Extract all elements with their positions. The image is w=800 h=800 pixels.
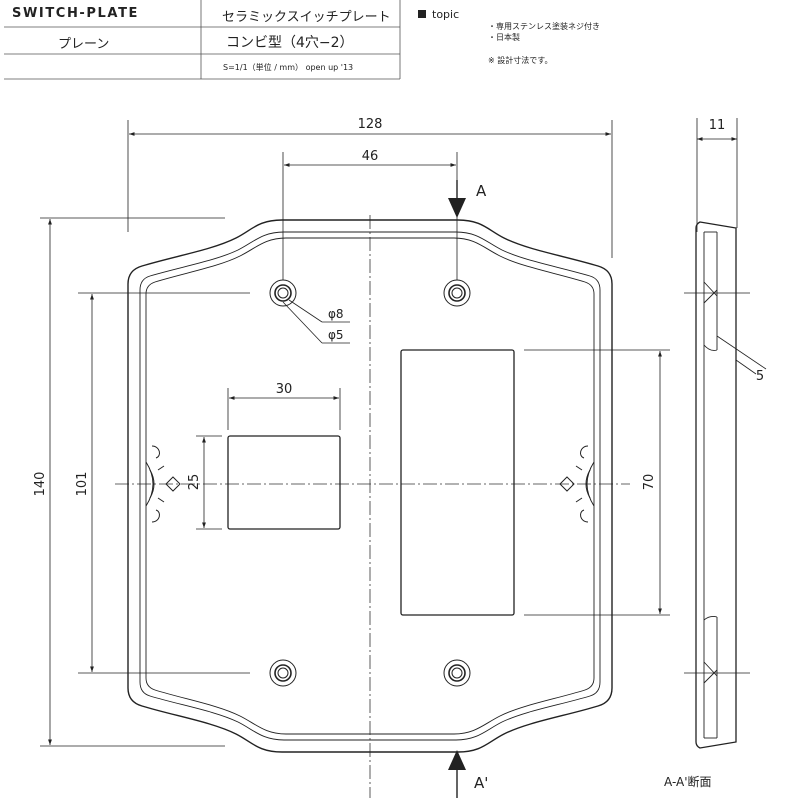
- scale-note: S=1/1（単位 / mm） open up '13: [223, 63, 354, 72]
- dim-height-140: 140: [33, 472, 48, 497]
- ornament-left: [145, 445, 181, 523]
- ornament-right: [559, 445, 595, 523]
- section-arrow-bottom: [448, 750, 466, 798]
- section-marker-bottom: A': [474, 774, 488, 792]
- note-made-in-japan: ・日本製: [488, 33, 520, 42]
- dim-small-height-25: 25: [187, 474, 202, 491]
- product-type: コンビ型（4穴−2）: [226, 35, 354, 51]
- screw-hole-bottom-left: [269, 659, 297, 687]
- dim-thickness-11: 11: [709, 118, 726, 133]
- header-table: [4, 0, 401, 80]
- variant-label: プレーン: [58, 37, 110, 52]
- dim-hole-spacing-46: 46: [362, 149, 379, 164]
- dim-hole-vertical-101: 101: [75, 472, 90, 497]
- extension-lines: [40, 120, 670, 747]
- product-title: SWITCH-PLATE: [12, 6, 140, 21]
- dim-large-height-70: 70: [642, 474, 657, 491]
- product-name: セラミックスイッチプレート: [222, 10, 391, 25]
- note-design-dims: ※ 設計寸法です。: [488, 56, 553, 65]
- square-bullet-icon: [418, 10, 426, 18]
- section-arrow-top: [448, 180, 466, 218]
- topic-label: topic: [432, 8, 460, 21]
- dim-small-width-30: 30: [276, 382, 293, 397]
- dim-edge-5: 5: [756, 369, 764, 384]
- screw-hole-bottom-right: [443, 659, 471, 687]
- small-opening: [227, 435, 341, 530]
- large-opening: [400, 349, 515, 616]
- screw-hole-top-right: [443, 279, 471, 307]
- hole-leader: [282, 299, 350, 344]
- plate-outline: [127, 219, 613, 753]
- section-view: [684, 118, 767, 749]
- section-marker-top: A: [476, 182, 487, 200]
- center-lines: [115, 215, 630, 798]
- screw-hole-top-left: [269, 279, 297, 307]
- dim-width-128: 128: [358, 117, 383, 132]
- note-screws: ・専用ステンレス塗装ネジ付き: [488, 22, 600, 31]
- hole-inner-dia: φ5: [328, 328, 344, 342]
- topic-heading: topic: [418, 8, 459, 21]
- section-caption: A-A'断面: [664, 774, 712, 789]
- dimension-lines: [48, 132, 737, 745]
- hole-outer-dia: φ8: [328, 307, 344, 321]
